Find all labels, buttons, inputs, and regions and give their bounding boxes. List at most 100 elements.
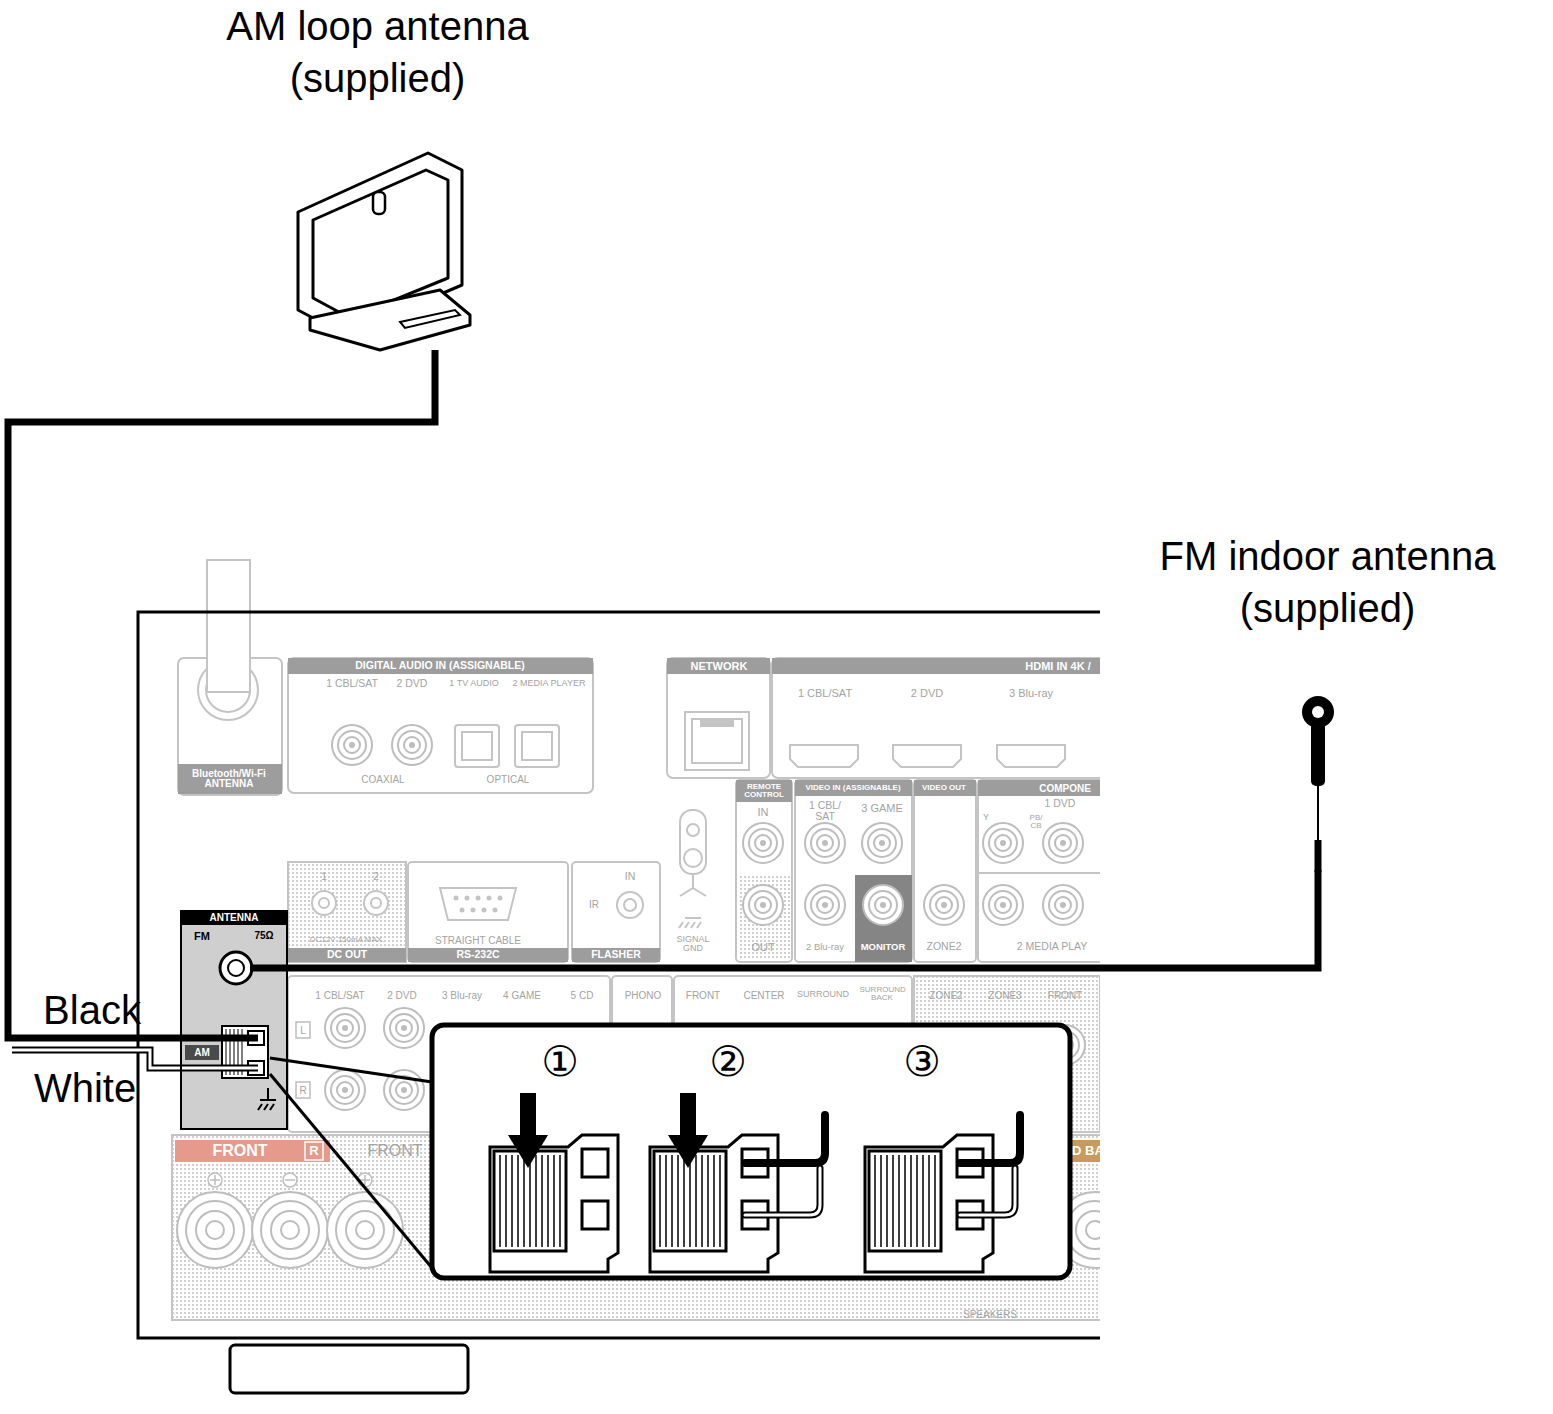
panel-label: L — [300, 1025, 306, 1036]
antenna-panel-ground — [180, 910, 288, 1130]
gnd-post — [684, 849, 702, 867]
panel-label: VIDEO OUT — [922, 784, 966, 793]
polarity-marks — [208, 1173, 372, 1187]
panel-label: SPEAKERS — [963, 1309, 1017, 1320]
panel-label: ZONE2 — [926, 941, 961, 953]
panel-label: STRAIGHT CABLE — [435, 935, 521, 946]
label-bands — [178, 658, 1100, 962]
panel-label: IN — [625, 871, 636, 883]
dc-jack — [364, 891, 388, 915]
plug-ring — [1302, 696, 1334, 728]
label-band — [667, 658, 770, 674]
label-band — [736, 780, 792, 802]
rca-jack — [1043, 823, 1083, 863]
panel-label: 2 DVD — [387, 990, 416, 1001]
panel-label: PB/ CB — [1028, 814, 1044, 830]
fm-wire — [250, 965, 288, 972]
am-black-wire — [180, 1035, 258, 1042]
dsub-pins — [454, 896, 503, 913]
panel-label: DC12V 150mA MAX. — [310, 936, 385, 945]
panel-label: 1 CBL/SAT — [798, 687, 852, 699]
section-frame — [914, 780, 976, 962]
am-label-patch — [185, 1045, 219, 1060]
panel-label: 2 MEDIA PLAYER — [513, 679, 586, 689]
monitor-band — [855, 875, 912, 962]
antenna-panel-band — [180, 910, 288, 925]
optical-jack — [455, 725, 499, 767]
panel-label: 3 GAME — [861, 802, 903, 814]
optical-jack — [522, 732, 552, 760]
panel-label: COAXIAL — [361, 774, 404, 785]
rca-jack — [743, 823, 783, 863]
am-white-wire — [12, 1050, 258, 1068]
leader-line — [270, 1074, 432, 1268]
dc-jack — [312, 891, 336, 915]
leader-line — [270, 1058, 432, 1082]
panel-label: FLASHER — [591, 949, 641, 961]
panel-label: FRONT — [212, 1142, 267, 1160]
optical-jack — [515, 725, 559, 767]
antenna-base — [310, 290, 470, 350]
wire-color-label: Black — [43, 988, 141, 1032]
rca-jack — [863, 885, 903, 925]
ground-symbol — [679, 874, 706, 928]
dotted-area — [738, 875, 790, 960]
terminal-step — [650, 1135, 778, 1272]
fm-jack — [228, 960, 244, 976]
panel-label: RS-232C — [456, 949, 499, 961]
panel-label: IN — [758, 806, 769, 818]
speaker-post — [177, 1192, 253, 1268]
panel-label: 2 Blu-ray — [806, 942, 844, 952]
panel-label: SURROUND — [797, 990, 849, 1000]
section-frame — [736, 780, 792, 962]
section-frame — [408, 862, 568, 962]
panel-label: FRONT — [367, 1142, 422, 1160]
antenna-terminal-panel: ANTENNAFM75ΩAM — [180, 910, 288, 1130]
panel-label: 4 GAME — [503, 990, 541, 1001]
panel-label: 1 CBL/SAT — [315, 990, 364, 1001]
rca-jack — [1043, 885, 1083, 925]
panel-label: R — [309, 1144, 318, 1158]
section-frame — [288, 658, 593, 793]
panel-label: HDMI IN 4K / — [1025, 660, 1090, 672]
fm-jack — [220, 952, 252, 984]
antenna-node: FM indoor antenna (supplied) — [1140, 530, 1515, 870]
front-r-band — [175, 1140, 330, 1162]
panel-label: 2 MEDIA PLAY — [1017, 941, 1087, 953]
rca-jack — [805, 823, 845, 863]
dc-jack — [319, 898, 329, 908]
coaxial-jack — [392, 725, 432, 765]
fm-wire — [1317, 786, 1319, 842]
gnd-post — [680, 810, 706, 874]
label-band — [288, 658, 593, 674]
label-band — [914, 780, 976, 796]
section-frame — [572, 862, 660, 962]
rca-jack — [384, 1008, 424, 1048]
panel-label: Bluetooth/Wi-Fi ANTENNA — [179, 769, 279, 789]
coaxial-jack — [332, 725, 372, 765]
panel-label: R — [299, 1085, 306, 1096]
terminal-label: FM — [194, 931, 210, 942]
panel-label: 1 TV AUDIO — [449, 679, 498, 689]
panel-label: 3 Blu-ray — [1009, 687, 1053, 699]
panel-label: SIGNAL GND — [673, 935, 713, 953]
label-band — [572, 948, 660, 962]
callout-number: ① — [541, 1039, 579, 1085]
panel-label: Y — [983, 813, 989, 823]
am-white-wire — [12, 1050, 258, 1068]
section-frame — [978, 780, 1100, 962]
section-frame — [772, 658, 1100, 778]
panel-ground — [138, 612, 1100, 1337]
terminal-label: 75Ω — [254, 931, 273, 941]
rca-jack — [983, 885, 1023, 925]
gnd-post — [687, 824, 699, 836]
rear-panel — [138, 560, 1100, 1337]
ethernet-jack — [692, 719, 742, 763]
panel-label: 2 — [373, 871, 379, 882]
panel-label: D BA — [1072, 1144, 1104, 1158]
wifi-antenna-rod — [207, 560, 250, 692]
antenna-node: AM loop antenna (supplied) — [200, 0, 555, 350]
